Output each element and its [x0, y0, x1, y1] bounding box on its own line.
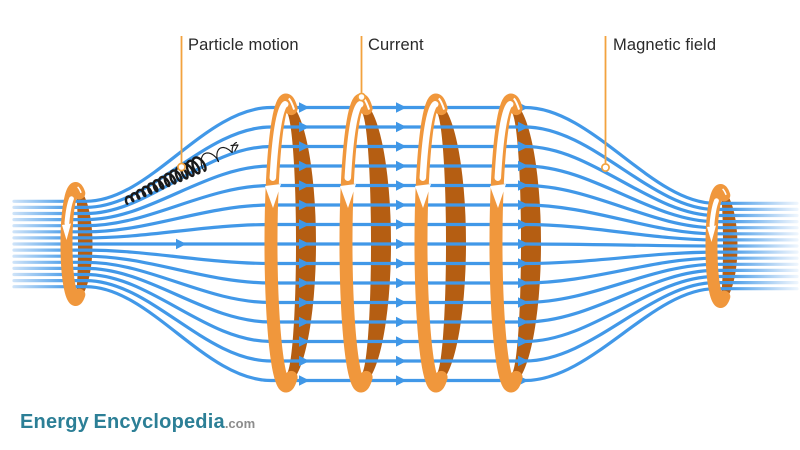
- callout-particle-motion: [177, 36, 186, 172]
- field-direction-arrow: [299, 199, 310, 211]
- magnetic-field-callout-dot: [601, 163, 610, 172]
- current-direction-arrowhead: [340, 184, 356, 208]
- current-direction-arrow-shaft: [64, 196, 74, 226]
- label-current: Current: [368, 36, 424, 54]
- field-arrows-layer: [176, 102, 529, 386]
- field-direction-arrow: [299, 355, 310, 367]
- field-direction-arrow: [299, 277, 310, 289]
- field-direction-arrow: [299, 121, 310, 133]
- field-direction-arrow: [518, 141, 529, 152]
- coil-highlight: [77, 186, 82, 194]
- field-direction-arrow: [176, 238, 187, 250]
- field-direction-arrow: [299, 219, 310, 230]
- coil-front: [705, 184, 731, 308]
- field-direction-arrow: [518, 316, 529, 328]
- label-particle-motion: Particle motion: [188, 36, 299, 54]
- field-direction-arrow: [518, 180, 529, 191]
- field-direction-arrow: [518, 355, 529, 367]
- current-direction-arrow-shaft: [419, 101, 439, 181]
- field-direction-arrow: [518, 297, 529, 308]
- field-direction-arrow: [299, 160, 310, 172]
- field-line: [12, 105, 799, 205]
- particle-helix: [124, 156, 207, 205]
- field-direction-arrow: [299, 297, 310, 308]
- current-direction-arrow-shaft: [494, 101, 514, 181]
- field-direction-arrow: [518, 238, 529, 250]
- coil-front: [60, 182, 86, 306]
- field-direction-arrow: [518, 121, 529, 133]
- field-direction-arrow: [299, 180, 310, 191]
- field-direction-arrow: [396, 336, 407, 347]
- field-direction-arrow: [396, 141, 407, 152]
- field-direction-arrow: [299, 316, 310, 328]
- field-direction-arrow: [518, 277, 529, 289]
- logo-energy-encyclopedia: Energy Encyclopedia.com: [20, 411, 255, 434]
- field-direction-arrow: [299, 102, 310, 113]
- label-magnetic-field: Magnetic field: [613, 36, 717, 54]
- field-direction-arrow: [396, 121, 407, 133]
- field-direction-arrow: [299, 258, 310, 269]
- current-direction-arrowhead: [62, 223, 71, 240]
- current-direction-arrowhead: [707, 225, 716, 242]
- field-direction-arrow: [518, 219, 529, 230]
- field-direction-arrow: [396, 219, 407, 230]
- coil-highlight: [438, 97, 446, 110]
- field-direction-arrow: [396, 199, 407, 211]
- field-direction-arrow: [396, 375, 407, 386]
- field-direction-arrow: [396, 297, 407, 308]
- logo-word-energy: Energy: [20, 411, 90, 433]
- field-line: [12, 285, 799, 383]
- field-direction-arrow: [299, 141, 310, 152]
- current-arrows-layer: [62, 101, 719, 242]
- field-direction-arrow: [396, 180, 407, 191]
- particle-helix-tail: [200, 141, 238, 172]
- callout-current: [357, 36, 366, 102]
- current-direction-arrow-shaft: [269, 101, 289, 181]
- coil-highlight: [288, 97, 296, 110]
- coil-highlight: [722, 188, 727, 196]
- field-direction-arrow: [299, 375, 310, 386]
- field-direction-arrow: [396, 258, 407, 269]
- current-direction-arrowhead: [265, 184, 281, 208]
- field-direction-arrow: [396, 102, 407, 113]
- coil-highlight: [513, 97, 521, 110]
- current-callout-dot: [357, 92, 366, 102]
- callout-magnetic-field: [601, 36, 610, 172]
- field-direction-arrow: [396, 316, 407, 328]
- particle-layer: [124, 141, 239, 205]
- current-direction-arrowhead: [415, 184, 431, 208]
- coil-highlight-layer: [77, 97, 727, 196]
- field-direction-arrow: [518, 160, 529, 172]
- field-direction-arrow: [396, 238, 407, 250]
- particle-motion-callout-dot: [177, 162, 186, 172]
- field-direction-arrow: [396, 160, 407, 172]
- field-line: [12, 266, 799, 324]
- field-direction-arrow: [518, 199, 529, 211]
- logo-word-encyclopedia: Encyclopedia: [93, 411, 225, 433]
- logo-tld: .com: [224, 416, 256, 431]
- current-direction-arrow-shaft: [709, 198, 719, 228]
- current-direction-arrow-shaft: [344, 101, 364, 181]
- particle-direction-arrowhead: [230, 144, 239, 152]
- field-direction-arrow: [396, 355, 407, 367]
- field-direction-arrow: [518, 258, 529, 269]
- field-direction-arrow: [299, 238, 310, 250]
- field-direction-arrow: [518, 336, 529, 347]
- field-direction-arrow: [299, 336, 310, 347]
- field-direction-arrow: [396, 277, 407, 289]
- current-direction-arrowhead: [490, 184, 506, 208]
